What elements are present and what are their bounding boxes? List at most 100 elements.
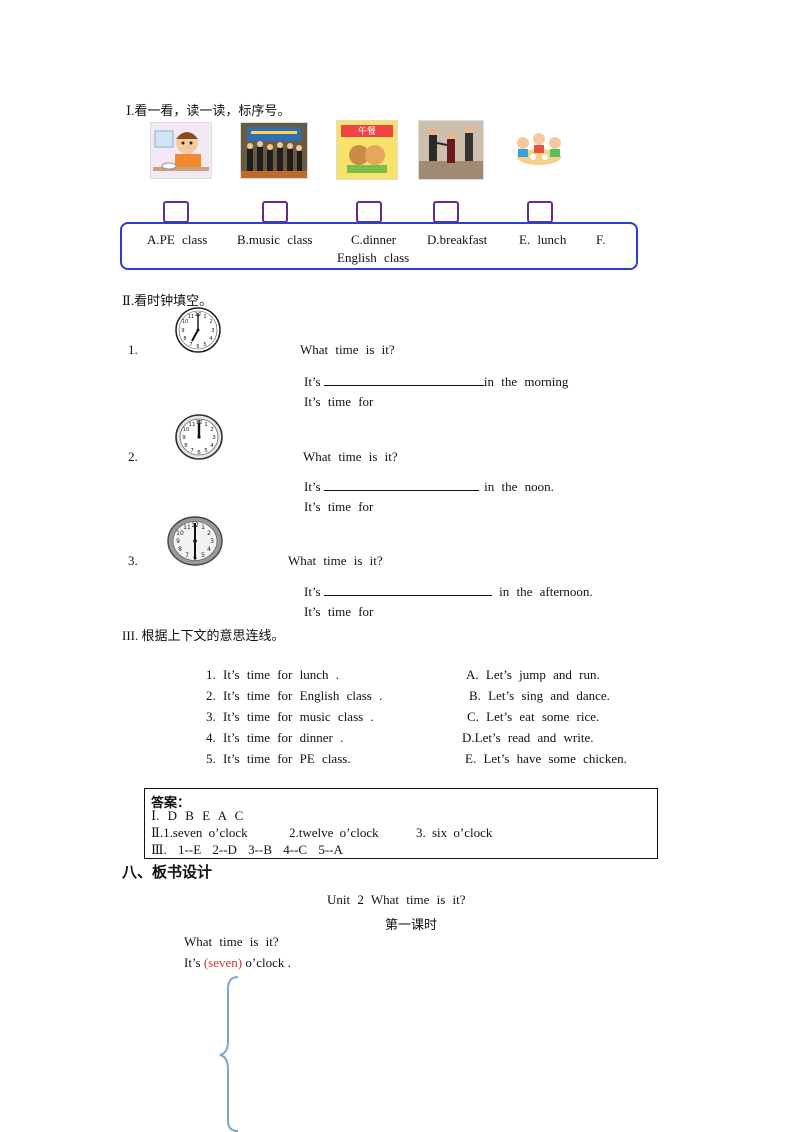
- option-b: B.music class: [237, 232, 313, 247]
- svg-text:10: 10: [183, 427, 190, 433]
- item-2-question: What time is it?: [303, 449, 398, 464]
- svg-text:7: 7: [189, 342, 192, 348]
- option-f: F.: [596, 232, 606, 247]
- match-right-a: A. Let’s jump and run.: [466, 667, 600, 682]
- svg-text:2: 2: [209, 319, 212, 325]
- svg-text:1: 1: [203, 314, 206, 320]
- item-2-number: 2.: [128, 449, 138, 464]
- match-left-4: 4. It’s time for dinner .: [206, 730, 344, 745]
- board-question: What time is it?: [184, 934, 279, 949]
- item-3-answer: It’s in the afternoon.: [304, 583, 593, 600]
- item-2-tail: in the noon.: [484, 479, 554, 494]
- item-1-its: It’s: [304, 374, 321, 389]
- svg-text:11: 11: [183, 524, 191, 531]
- board-subtitle: 第一课时: [385, 917, 438, 932]
- answers-line-1: Ⅰ. D B E A C: [151, 808, 244, 823]
- svg-text:3: 3: [211, 328, 214, 334]
- svg-text:4: 4: [210, 443, 214, 449]
- item-2-its: It’s: [304, 479, 321, 494]
- svg-text:1: 1: [204, 422, 208, 428]
- svg-text:4: 4: [209, 336, 212, 342]
- match-right-c: C. Let’s eat some rice.: [467, 709, 600, 724]
- svg-text:7: 7: [190, 448, 194, 454]
- item-2-answer: It’s in the noon.: [304, 478, 554, 495]
- item-3-number: 3.: [128, 553, 138, 568]
- item-2-blank[interactable]: [323, 478, 479, 491]
- svg-text:8: 8: [178, 546, 182, 553]
- answers-line-2a: Ⅱ.1.seven o’clock: [151, 825, 248, 840]
- answer-box-3[interactable]: [356, 201, 382, 223]
- board-answer-prefix: It’s: [184, 955, 201, 970]
- option-e: E. lunch: [519, 232, 567, 247]
- match-left-3: 3. It’s time for music class .: [206, 709, 374, 724]
- svg-text:8: 8: [184, 443, 188, 449]
- item-1-question: What time is it?: [300, 342, 395, 357]
- picture-music-class: [240, 122, 308, 179]
- svg-text:5: 5: [201, 552, 205, 559]
- board-answer-highlight: (seven): [203, 955, 243, 970]
- item-3-tail: in the afternoon.: [499, 584, 593, 599]
- match-right-d: D.Let’s read and write.: [462, 730, 594, 745]
- item-3-blank[interactable]: [323, 583, 492, 596]
- item-1-number: 1.: [128, 342, 138, 357]
- svg-text:10: 10: [182, 319, 188, 325]
- item-2-time-for: It’s time for: [304, 499, 374, 514]
- match-right-b: B. Let’s sing and dance.: [469, 688, 610, 703]
- answer-box-5[interactable]: [527, 201, 553, 223]
- item-1-tail: in the morning: [483, 374, 569, 389]
- section1-heading: Ⅰ.看一看，读一读，标序号。: [126, 103, 291, 118]
- item-3-time-for: It’s time for: [304, 604, 374, 619]
- options-frame: [120, 222, 638, 270]
- section2-heading: Ⅱ.看时钟填空。: [122, 293, 213, 308]
- match-left-5: 5. It’s time for PE class.: [206, 751, 351, 766]
- picture-breakfast: [150, 122, 212, 179]
- svg-text:1: 1: [201, 524, 205, 531]
- svg-text:9: 9: [176, 538, 180, 545]
- svg-text:5: 5: [204, 448, 208, 454]
- svg-text:11: 11: [189, 422, 196, 428]
- board-answer: It’s (seven) o’clock .: [184, 955, 291, 971]
- answers-line-2b: 2.twelve o’clock: [289, 825, 379, 840]
- option-a: A.PE class: [147, 232, 208, 247]
- match-right-e: E. Let’s have some chicken.: [465, 751, 627, 766]
- answers-line-3: Ⅲ. 1--E 2--D 3--B 4--C 5--A: [151, 842, 343, 857]
- svg-text:11: 11: [188, 314, 194, 320]
- board-heading: 八、板书设计: [122, 863, 213, 881]
- svg-text:7: 7: [185, 552, 189, 559]
- board-answer-suffix: o’clock .: [245, 955, 291, 970]
- answer-box-2[interactable]: [262, 201, 288, 223]
- option-f-text: English class: [337, 250, 410, 265]
- svg-text:8: 8: [183, 336, 186, 342]
- item-1-answer: It’s in the morning: [304, 373, 568, 390]
- svg-text:2: 2: [207, 530, 211, 537]
- svg-text:9: 9: [182, 435, 186, 441]
- answer-box-1[interactable]: [163, 201, 189, 223]
- item-3-its: It’s: [304, 584, 321, 599]
- svg-text:2: 2: [210, 427, 214, 433]
- answer-box-4[interactable]: [433, 201, 459, 223]
- answer-box: [144, 788, 658, 859]
- svg-text:6: 6: [196, 344, 199, 350]
- item-1-blank[interactable]: [323, 373, 484, 386]
- option-d: D.breakfast: [427, 232, 488, 247]
- svg-text:3: 3: [210, 538, 214, 545]
- board-title: Unit 2 What time is it?: [327, 892, 466, 907]
- svg-text:3: 3: [212, 435, 216, 441]
- svg-text:4: 4: [207, 546, 211, 553]
- option-c: C.dinner: [351, 232, 397, 247]
- item-3-question: What time is it?: [288, 553, 383, 568]
- picture-dinner: [510, 122, 568, 178]
- svg-text:10: 10: [176, 530, 184, 537]
- item-1-time-for: It’s time for: [304, 394, 374, 409]
- svg-text:午餐: 午餐: [358, 125, 376, 137]
- svg-text:6: 6: [197, 450, 201, 456]
- match-left-1: 1. It’s time for lunch .: [206, 667, 340, 682]
- picture-lunch-book: 午餐: [336, 120, 398, 180]
- curly-brace-icon: [219, 976, 239, 1132]
- picture-pe-class: [418, 120, 484, 180]
- answers-line-2c: 3. six o’clock: [416, 825, 493, 840]
- svg-text:5: 5: [203, 342, 206, 348]
- answers-label: 答案：: [151, 796, 191, 811]
